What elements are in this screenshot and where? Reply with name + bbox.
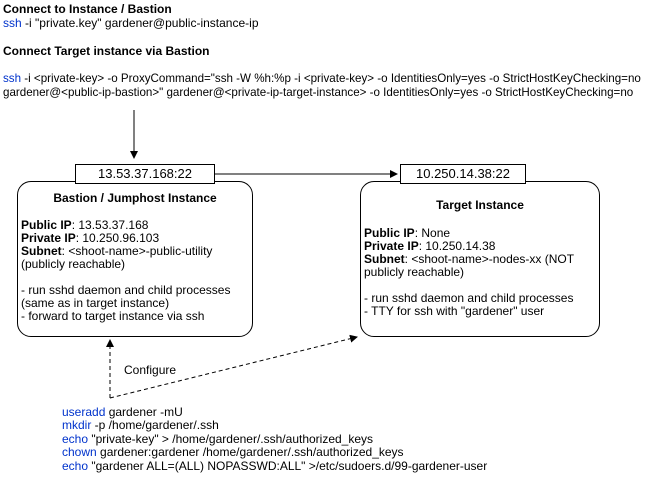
ssh-command: ssh — [3, 72, 22, 85]
bastion-bullet-1b: (same as in target instance) — [21, 296, 170, 310]
command-name: useradd — [62, 405, 106, 419]
command-name: echo — [62, 458, 89, 473]
bastion-instance-box: Bastion / Jumphost Instance Public IP: 1… — [17, 181, 253, 337]
public-ip-label: Public IP — [21, 218, 72, 232]
target-instance-box: Target Instance Public IP: None Private … — [360, 181, 600, 337]
target-bullet-2: - TTY for ssh with "gardener" user — [364, 304, 545, 318]
command-name: echo — [62, 431, 89, 446]
connect-target-heading: Connect Target instance via Bastion — [3, 44, 210, 58]
public-ip-value: : 13.53.37.168 — [71, 218, 149, 232]
configure-command-line: useradd gardener -mU — [62, 405, 487, 419]
command-name: chown — [62, 445, 97, 460]
connect-bastion-heading: Connect to Instance / Bastion — [3, 2, 172, 16]
bastion-bullet-1: - run sshd daemon and child processes — [21, 283, 231, 297]
target-details: Public IP: None Private IP: 10.250.14.38… — [364, 227, 596, 318]
subnet-value: : <shoot-name>-public-utility — [61, 244, 213, 258]
subnet-note: (publicly reachable) — [21, 257, 126, 271]
target-title: Target Instance — [436, 198, 524, 212]
ssh-command: ssh — [3, 16, 22, 30]
subnet-label: Subnet — [364, 252, 405, 266]
private-ip-value: : 10.250.96.103 — [75, 231, 160, 245]
connect-target-command-line2: gardener@<public-ip-bastion>" gardener@<… — [3, 86, 634, 99]
bastion-ip-label: 13.53.37.168:22 — [75, 164, 215, 184]
configure-command-line: mkdir -p /home/gardener/.ssh — [62, 419, 487, 432]
private-ip-label: Private IP — [21, 231, 76, 245]
subnet-label: Subnet — [21, 244, 62, 258]
command-args: -p /home/gardener/.ssh — [91, 418, 219, 433]
command-args: gardener -mU — [105, 405, 183, 419]
command-name: mkdir — [62, 418, 92, 433]
configure-command-line: echo "private-key" > /home/gardener/.ssh… — [62, 431, 487, 446]
command-args: "private-key" > /home/gardener/.ssh/auth… — [88, 431, 374, 446]
configure-label: Configure — [124, 363, 177, 377]
subnet-note: publicly reachable) — [364, 265, 465, 279]
configure-command-line: echo "gardener ALL=(ALL) NOPASSWD:ALL" >… — [62, 458, 488, 473]
public-ip-value: : None — [414, 226, 451, 240]
bastion-bullet-2: - forward to target instance via ssh — [21, 309, 205, 323]
bastion-details: Public IP: 13.53.37.168 Private IP: 10.2… — [21, 219, 249, 323]
ssh-args: -i "private.key" gardener@public-instanc… — [21, 16, 259, 30]
public-ip-label: Public IP — [364, 226, 415, 240]
target-bullet-1: - run sshd daemon and child processes — [364, 291, 574, 305]
configure-command-line: chown gardener:gardener /home/gardener/.… — [62, 446, 487, 459]
subnet-value: : <shoot-name>-nodes-xx (NOT — [404, 252, 575, 266]
connect-bastion-command: ssh -i "private.key" gardener@public-ins… — [3, 16, 259, 30]
target-ip-label: 10.250.14.38:22 — [400, 164, 526, 184]
command-args: gardener:gardener /home/gardener/.ssh/au… — [96, 445, 404, 460]
configure-commands: useradd gardener -mU mkdir -p /home/gard… — [62, 405, 488, 473]
bastion-title: Bastion / Jumphost Instance — [53, 191, 217, 205]
command-args: "gardener ALL=(ALL) NOPASSWD:ALL" >/etc/… — [88, 458, 488, 473]
arrow-configure-target — [109, 334, 358, 399]
private-ip-label: Private IP — [364, 239, 419, 253]
ssh-args-line1: -i <private-key> -o ProxyCommand="ssh -W… — [21, 72, 641, 85]
private-ip-value: : 10.250.14.38 — [418, 239, 496, 253]
connect-target-command-line1: ssh -i <private-key> -o ProxyCommand="ss… — [3, 72, 641, 86]
